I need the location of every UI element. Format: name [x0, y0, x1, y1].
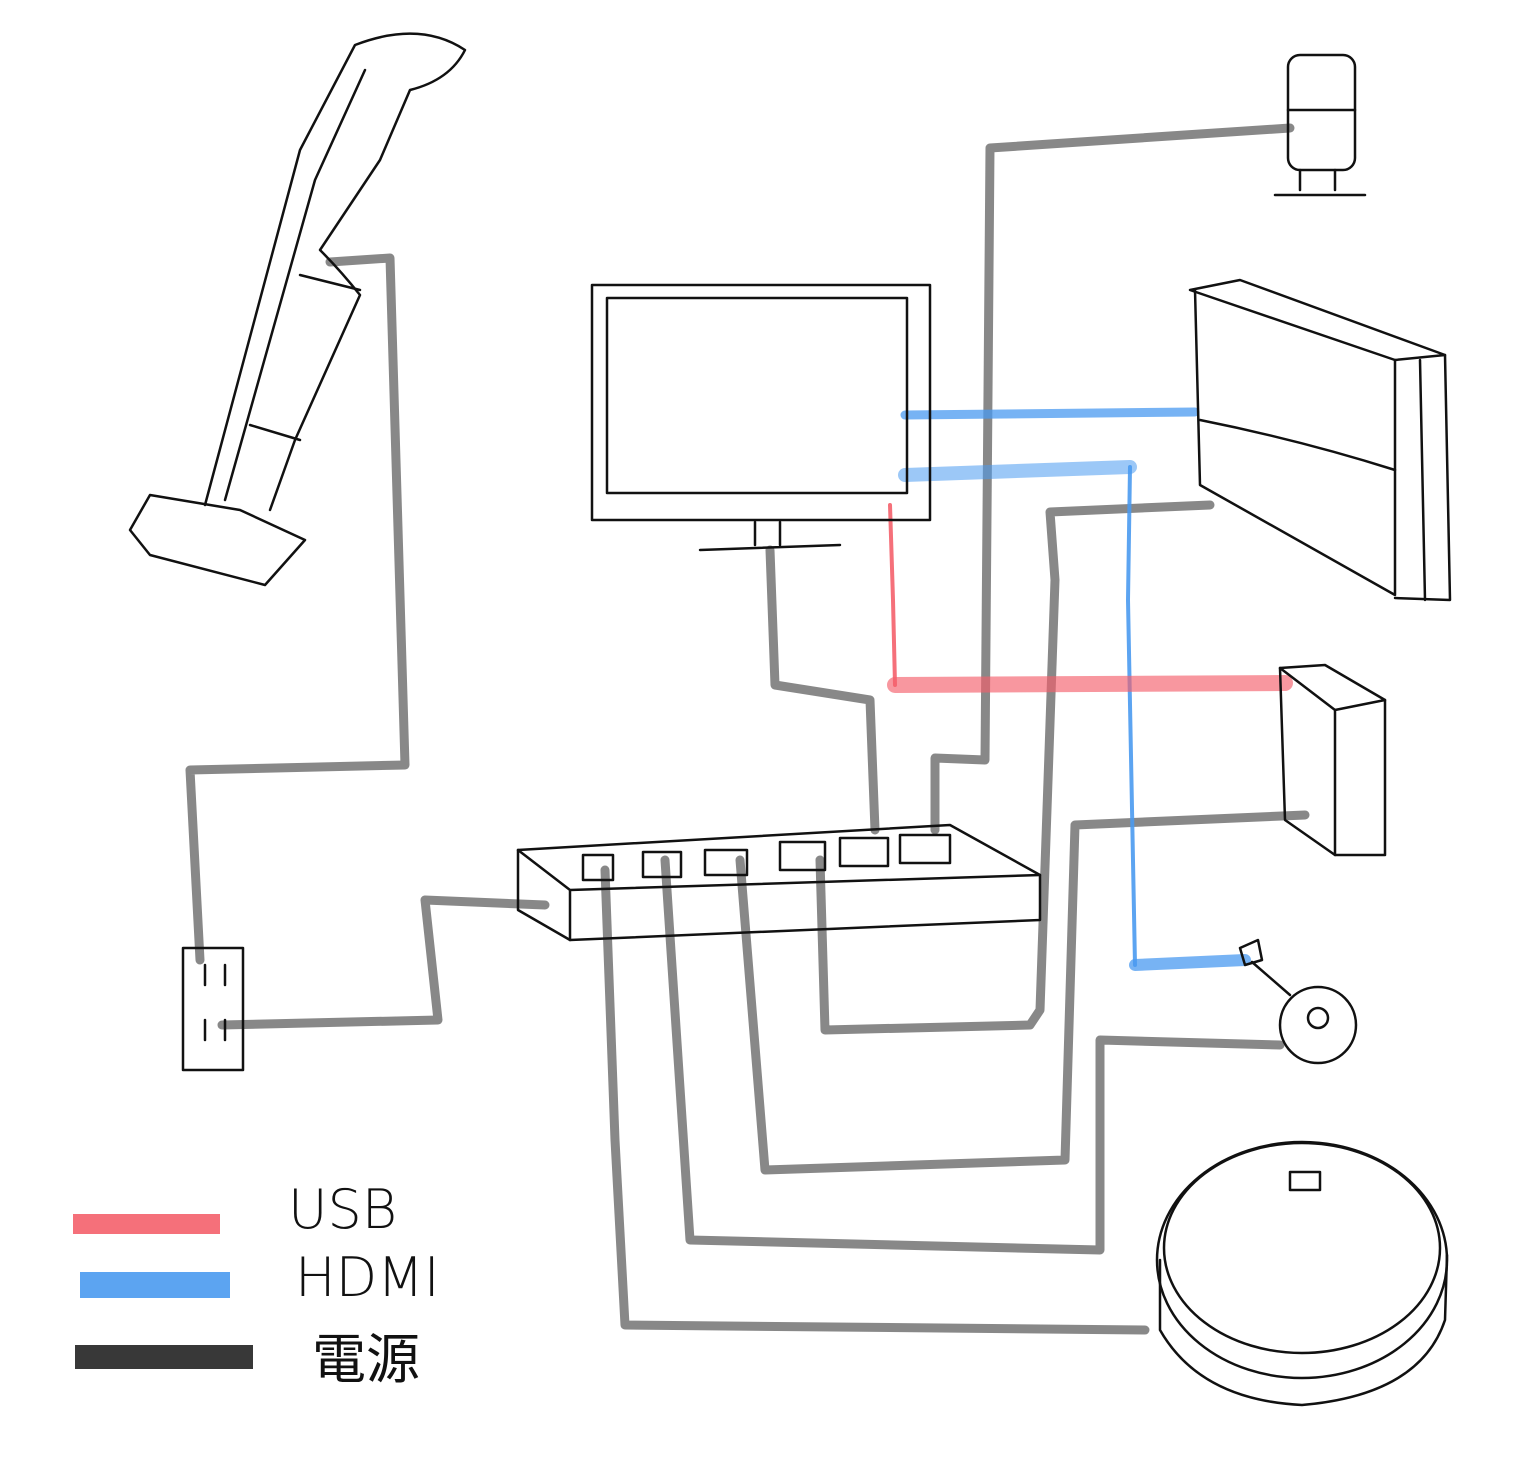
power-cable-robot — [600, 865, 1150, 1335]
power-cable-small-box — [735, 810, 1310, 1175]
power-cable-vacuum — [185, 253, 410, 965]
pc-tower-drawing — [1188, 278, 1452, 602]
usb-cable-horizontal — [887, 675, 1293, 693]
hdmi-cable-monitor-pc — [900, 407, 1200, 420]
hdmi-cable-vertical — [1126, 465, 1137, 967]
legend-swatch-usb — [73, 1214, 220, 1234]
power-cable-pc — [815, 500, 1215, 1035]
hdmi-cable-monitor-stream — [898, 460, 1137, 482]
round-streaming-device-drawing — [1238, 938, 1358, 1065]
legend-swatch-power — [75, 1345, 253, 1369]
legend-label-usb: USB — [288, 1178, 397, 1241]
power-cable-speaker — [930, 123, 1295, 835]
small-box-drawing — [1278, 663, 1387, 857]
hdmi-cable-to-dongle — [1129, 954, 1251, 971]
speaker-drawing — [1273, 53, 1367, 197]
usb-cable-vertical — [888, 503, 897, 687]
legend-swatch-hdmi — [80, 1272, 230, 1298]
power-cable-round-device — [660, 855, 1285, 1255]
usb-cables — [887, 503, 1293, 693]
stick-vacuum-drawing — [128, 32, 467, 587]
power-cable-outlet-to-strip — [217, 895, 550, 1030]
wall-outlet-drawing — [181, 946, 245, 1072]
legend-label-hdmi: HDMI — [295, 1246, 440, 1309]
robot-vacuum-drawing — [1155, 1140, 1449, 1407]
legend: USB HDMI 電源 — [73, 1178, 440, 1391]
hdmi-cables — [898, 407, 1251, 971]
power-cables — [185, 123, 1310, 1335]
monitor-drawing — [590, 283, 932, 552]
legend-label-power: 電源 — [312, 1328, 420, 1391]
power-strip-drawing — [516, 823, 1042, 942]
power-cable-monitor — [765, 545, 880, 835]
